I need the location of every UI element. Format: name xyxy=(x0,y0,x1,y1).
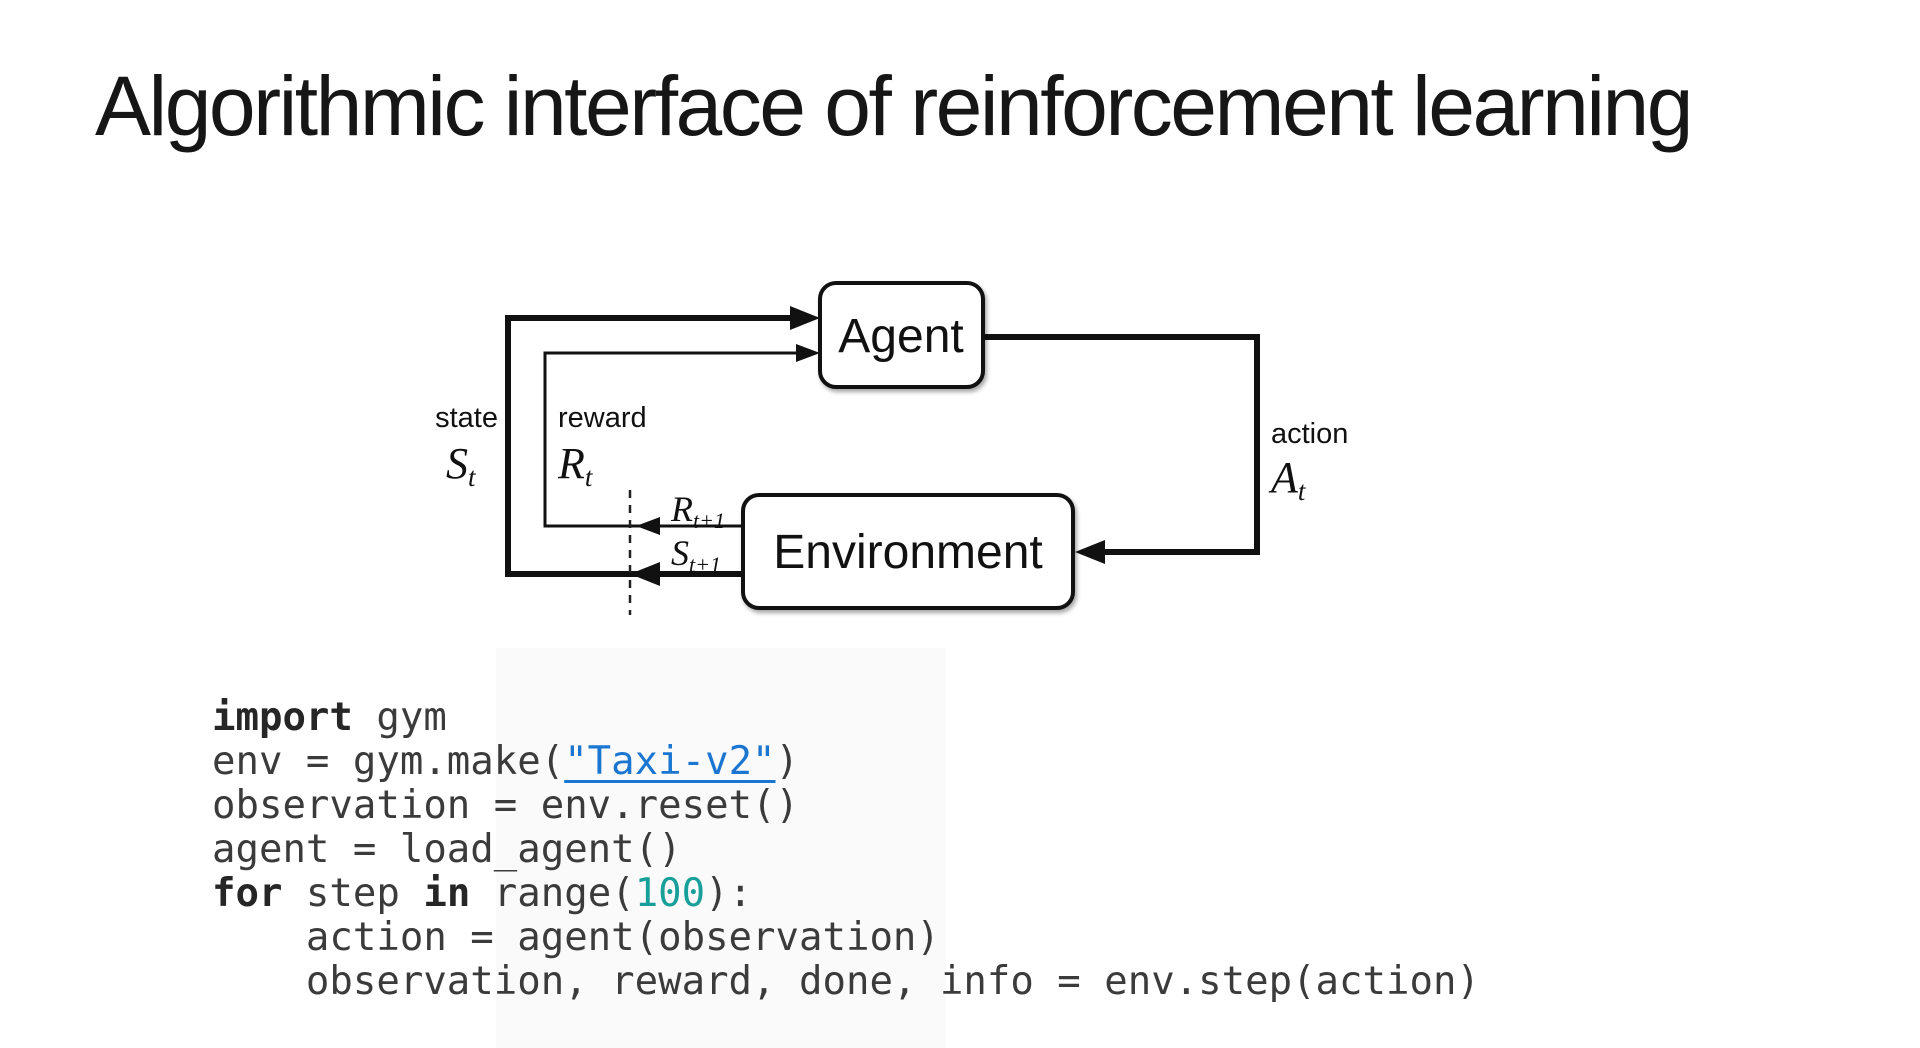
reward-arrowhead-into-agent xyxy=(796,344,820,362)
slide-title: Algorithmic interface of reinforcement l… xyxy=(95,59,1693,153)
environment-box xyxy=(741,493,1075,610)
code-line: observation, reward, done, info = env.st… xyxy=(212,960,1480,1004)
action-symbol: At xyxy=(1268,453,1307,506)
next-state-base: S xyxy=(671,533,689,573)
next-state-sub: t+1 xyxy=(689,552,721,577)
code-token: ): xyxy=(705,871,753,916)
state-symbol-base: S xyxy=(446,439,468,488)
code-line: agent = load_agent() xyxy=(212,828,1480,872)
state-loop-line xyxy=(505,315,794,577)
code-image-background xyxy=(496,648,946,1048)
code-token: range( xyxy=(470,871,635,916)
code-token: step xyxy=(282,871,424,916)
action-symbol-sub: t xyxy=(1298,476,1307,506)
code-line: action = agent(observation) xyxy=(212,916,1480,960)
next-reward-arrowhead xyxy=(636,517,660,535)
action-word-label: action xyxy=(1271,418,1348,450)
code-line: observation = env.reset() xyxy=(212,784,1480,828)
code-token: observation, reward, done, info = env.st… xyxy=(212,959,1480,1004)
environment-box-label: Environment xyxy=(773,526,1042,579)
code-token: 100 xyxy=(634,871,706,916)
agent-box xyxy=(818,281,985,389)
next-state-arrowhead xyxy=(630,562,660,586)
code-token: observation = env.reset() xyxy=(212,783,799,828)
code-token: ) xyxy=(775,739,800,784)
action-loop-line xyxy=(983,334,1260,555)
state-symbol: St xyxy=(446,439,477,492)
reward-symbol-base: R xyxy=(557,439,585,488)
next-state-symbol: St+1 xyxy=(671,533,721,577)
next-reward-sub: t+1 xyxy=(693,508,725,533)
taxi-v2-link[interactable]: "Taxi-v2" xyxy=(564,739,776,784)
code-line: env = gym.make("Taxi-v2") xyxy=(212,740,1480,784)
code-line: import gym xyxy=(212,696,1480,740)
code-token: gym xyxy=(352,695,447,740)
action-symbol-base: A xyxy=(1268,453,1299,502)
reward-word-label: reward xyxy=(558,402,647,434)
code-token: agent = load_agent() xyxy=(212,827,682,872)
code-line: for step in range(100): xyxy=(212,872,1480,916)
code-token: import xyxy=(212,695,353,740)
agent-box-label: Agent xyxy=(838,310,963,363)
state-symbol-sub: t xyxy=(468,462,477,492)
reward-symbol-sub: t xyxy=(585,462,594,492)
state-word-label: state xyxy=(435,402,498,434)
code-token: action = agent(observation) xyxy=(212,915,940,960)
code-token: in xyxy=(423,871,471,916)
state-arrowhead-into-agent xyxy=(790,306,820,330)
code-token: for xyxy=(212,871,283,916)
code-token: env = gym.make( xyxy=(212,739,565,784)
next-reward-symbol: Rt+1 xyxy=(670,489,725,533)
next-reward-base: R xyxy=(670,489,693,529)
action-arrowhead-into-environment xyxy=(1075,540,1105,564)
reward-symbol: Rt xyxy=(557,439,594,492)
